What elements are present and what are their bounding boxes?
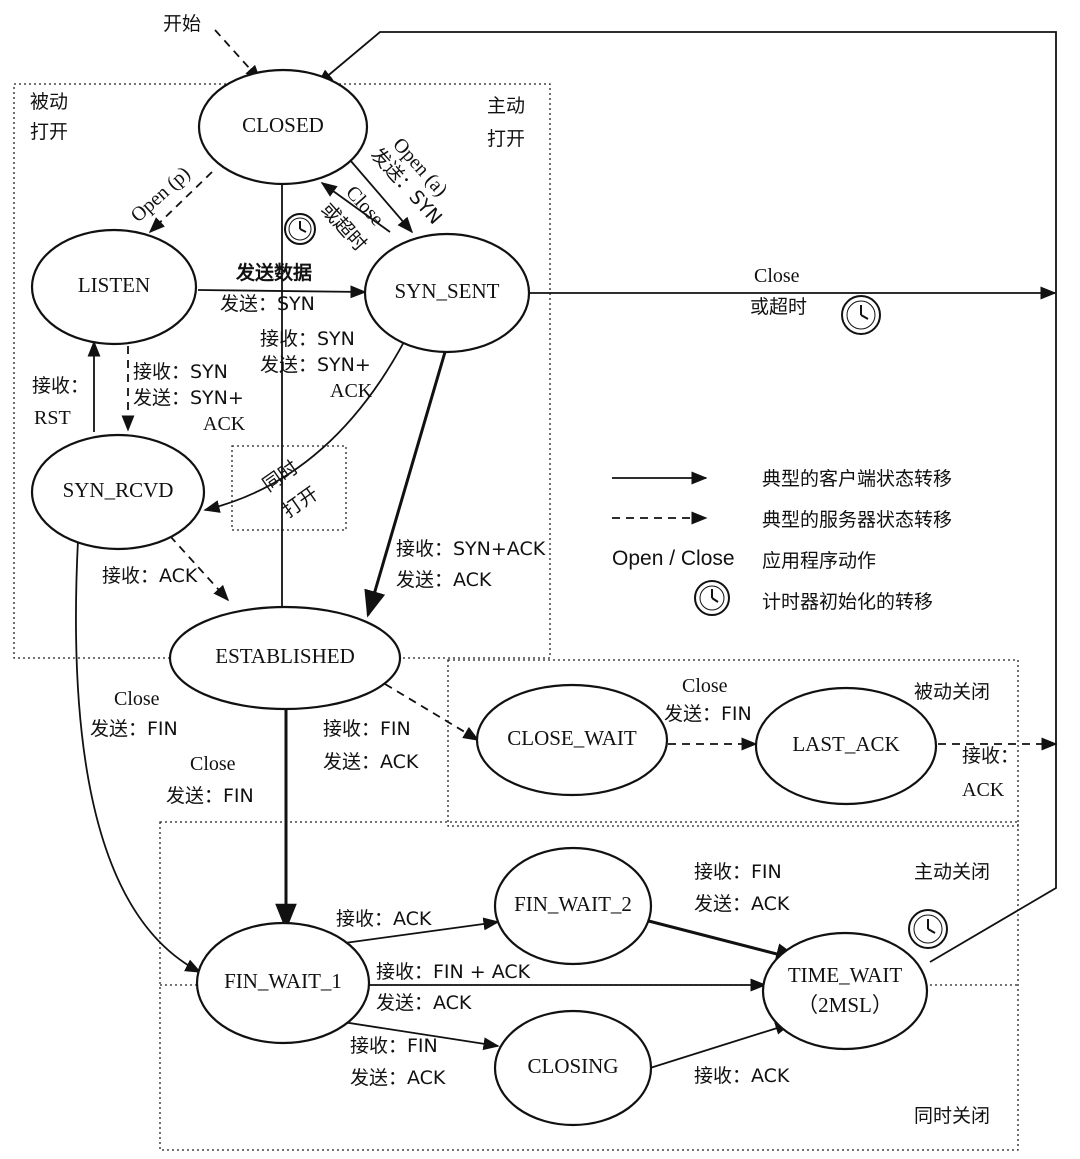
fw1-recv-ack-label: 接收：ACK <box>336 908 432 930</box>
clock-icon <box>908 909 948 949</box>
state-fin-wait-2-label: FIN_WAIT_2 <box>514 892 632 916</box>
synrcvd-to-established-edge <box>169 535 230 602</box>
synsent-to-closed-edge <box>320 182 391 233</box>
ack2-label: ACK <box>203 413 246 435</box>
state-syn-sent: SYN_SENT <box>363 232 531 354</box>
state-closed-label: CLOSED <box>242 113 324 137</box>
recv-synack-label: 接收：SYN+ACK <box>396 538 546 560</box>
ack-label: ACK <box>330 380 373 402</box>
simultaneous-open-label-1: 同时 <box>259 457 303 497</box>
start-label: 开始 <box>163 13 201 35</box>
recv-ack-last-label: 接收： <box>962 745 1019 767</box>
legend-solid-text: 典型的客户端状态转移 <box>762 468 952 490</box>
state-last-ack: LAST_ACK <box>754 686 938 806</box>
close-cw-label: Close <box>682 675 728 697</box>
legend: 典型的客户端状态转移 典型的服务器状态转移 Open / Close 应用程序动… <box>612 468 952 616</box>
legend-app-action: 应用程序动作 <box>762 550 876 572</box>
active-open-label-2: 打开 <box>487 128 525 150</box>
send-syn-label: 发送：SYN <box>220 293 315 315</box>
state-listen: LISTEN <box>30 228 198 346</box>
state-established: ESTABLISHED <box>168 605 402 711</box>
finwait2-to-timewait-edge <box>636 916 803 965</box>
state-listen-label: LISTEN <box>78 273 150 297</box>
state-closing-label: CLOSING <box>527 1054 618 1078</box>
send-ack-cw-label: 发送：ACK <box>323 751 419 773</box>
fw2-send-ack-label: 发送：ACK <box>694 893 790 915</box>
start-arrow <box>214 29 262 82</box>
send-synack2-label: 发送：SYN+ <box>133 387 244 409</box>
closing-to-timewait-edge <box>649 1022 792 1069</box>
recv-fin-label: 接收：FIN <box>323 718 411 740</box>
state-time-wait-sub: （2MSL） <box>797 993 893 1017</box>
simultaneous-close-label: 同时关闭 <box>914 1105 990 1127</box>
close-fin-mid-label: Close <box>190 753 236 775</box>
passive-open-label-2: 打开 <box>30 121 68 143</box>
send-fin-left-label: 发送：FIN <box>90 718 178 740</box>
clock-icon <box>284 213 316 245</box>
synsent-to-synrcvd-edge <box>203 339 406 513</box>
legend-dashed-text: 典型的服务器状态转移 <box>762 509 952 531</box>
fw1-send-ack-label: 发送：ACK <box>376 992 472 1014</box>
rst-label: RST <box>34 407 71 429</box>
state-fin-wait-2: FIN_WAIT_2 <box>493 846 653 966</box>
synsent-to-established-edge <box>364 351 447 618</box>
state-closing: CLOSING <box>493 1009 653 1127</box>
ack-last-label: ACK <box>962 779 1005 801</box>
closed-to-synsent-edge <box>349 159 414 234</box>
fw2-recv-fin-label: 接收：FIN <box>694 861 782 883</box>
fw1-send-ack2-label: 发送：ACK <box>350 1067 446 1089</box>
close-top-label: Close <box>754 265 800 287</box>
send-fin-cw-label: 发送：FIN <box>664 703 752 725</box>
send-synack-label: 发送：SYN+ <box>260 354 371 376</box>
send-data-label: 发送数据 <box>235 261 312 284</box>
or-timeout-top-label: 或超时 <box>750 296 807 318</box>
send-ack-label: 发送：ACK <box>396 569 492 591</box>
closed-to-listen-edge <box>148 171 213 234</box>
recv-syn-label: 接收：SYN <box>260 328 355 350</box>
state-closed: CLOSED <box>197 68 369 186</box>
simultaneous-open-label-2: 打开 <box>279 483 323 523</box>
recv-syn2-label: 接收：SYN <box>133 361 228 383</box>
recv-rst-label: 接收： <box>32 375 89 397</box>
state-established-label: ESTABLISHED <box>215 644 354 668</box>
state-syn-rcvd: SYN_RCVD <box>30 433 206 551</box>
passive-open-label-1: 被动 <box>30 91 68 113</box>
active-close-label: 主动关闭 <box>914 861 990 883</box>
listen-to-synsent-edge <box>197 285 367 299</box>
passive-close-label: 被动关闭 <box>914 681 990 703</box>
clock-icon <box>694 580 730 616</box>
legend-open-close: Open / Close <box>612 547 735 570</box>
active-close-region <box>159 821 1019 1151</box>
legend-timer-text: 计时器初始化的转移 <box>762 591 933 613</box>
synrcvd-to-finwait1-edge <box>75 539 202 973</box>
state-syn-rcvd-label: SYN_RCVD <box>63 478 174 502</box>
state-time-wait-label: TIME_WAIT <box>788 963 902 987</box>
state-fin-wait-1-label: FIN_WAIT_1 <box>224 969 342 993</box>
state-time-wait: TIME_WAIT （2MSL） <box>761 931 929 1051</box>
state-syn-sent-label: SYN_SENT <box>394 279 499 303</box>
recv-ack-label: 接收：ACK <box>102 565 198 587</box>
passive-close-region <box>447 659 1019 827</box>
send-fin-mid-label: 发送：FIN <box>166 785 254 807</box>
finwait1-to-finwait2-edge <box>329 917 500 946</box>
state-fin-wait-1: FIN_WAIT_1 <box>195 921 371 1045</box>
simultaneous-open-region <box>231 445 347 531</box>
clock-icon <box>841 295 881 335</box>
close-fin-left-label: Close <box>114 688 160 710</box>
timewait-to-closed-edge <box>316 31 1057 963</box>
fw1-recv-fin-label: 接收：FIN <box>350 1035 438 1057</box>
active-open-label-1: 主动 <box>487 95 525 117</box>
state-close-wait: CLOSE_WAIT <box>475 683 669 797</box>
state-last-ack-label: LAST_ACK <box>792 732 899 756</box>
fw1-recv-finack-label: 接收：FIN + ACK <box>376 961 531 983</box>
established-to-closewait-edge <box>384 683 480 741</box>
open-p-label: Open (p) <box>127 162 195 226</box>
closing-recv-ack-label: 接收：ACK <box>694 1065 790 1087</box>
state-close-wait-label: CLOSE_WAIT <box>507 726 637 750</box>
finwait1-to-closing-edge <box>329 1019 500 1051</box>
